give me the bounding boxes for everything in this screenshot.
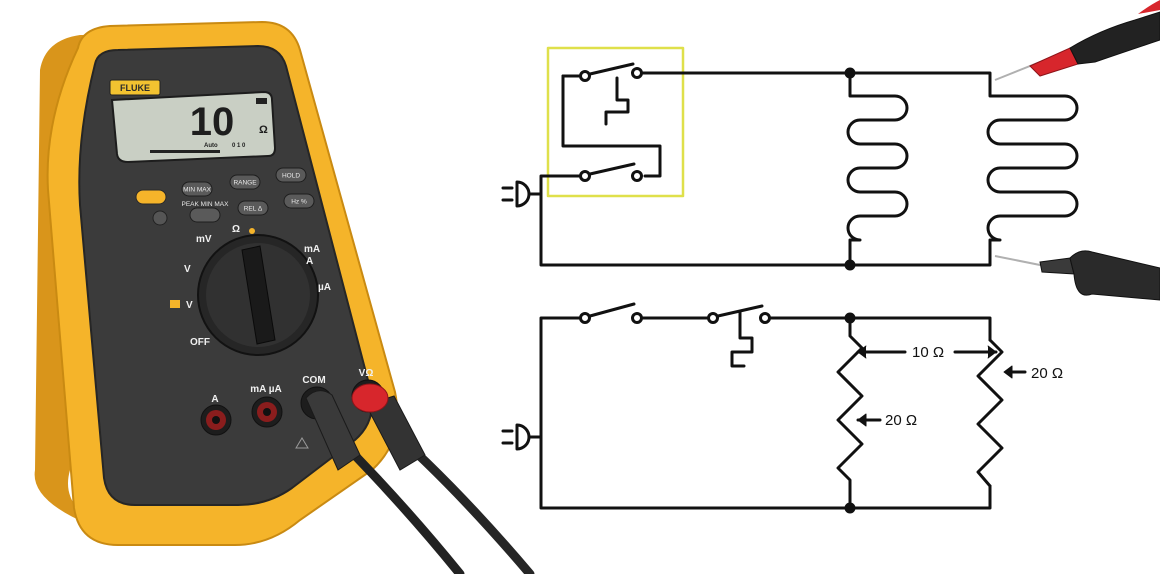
lcd-mode: Auto — [204, 143, 218, 149]
plug-symbol-bottom — [501, 423, 531, 451]
off-tab — [170, 300, 180, 308]
red-plug-tip — [351, 383, 389, 413]
hz-button[interactable] — [283, 193, 315, 209]
dial-label-off: OFF — [190, 337, 210, 348]
hold-button-label: HOLD — [282, 173, 300, 180]
range-button[interactable] — [229, 174, 261, 190]
dial-label-mv: mV — [196, 234, 212, 245]
range-button-label: RANGE — [233, 180, 257, 187]
peak-minmax-label: PEAK MIN MAX — [182, 201, 230, 208]
peak-button[interactable] — [189, 207, 221, 223]
jack-a[interactable] — [200, 404, 232, 436]
resistor-label-20-right: 20 Ω — [1031, 365, 1063, 382]
jack-ma[interactable] — [251, 396, 283, 428]
rotary-dial[interactable] — [197, 234, 319, 356]
lcd-range: 0 1 0 — [232, 143, 246, 149]
dial-label-a: A — [306, 256, 313, 267]
com-plug — [305, 390, 361, 471]
probe-red — [994, 0, 1160, 81]
minmax-button[interactable] — [181, 181, 213, 197]
dial-label-vac: V — [184, 264, 191, 275]
rel-button[interactable] — [237, 200, 269, 216]
dial-label-vdc: V — [186, 300, 193, 311]
hz-button-label: Hz % — [291, 199, 307, 206]
dial-label-ohm: Ω — [232, 224, 240, 235]
lcd-value: 10 — [190, 100, 235, 144]
jack-label-ma: mA µA — [250, 384, 282, 395]
jack-label-com: COM — [302, 375, 325, 386]
resistor-left — [836, 316, 864, 510]
resistor-label-10: 10 Ω — [912, 344, 944, 361]
warning-icon — [295, 437, 309, 449]
brand-label: FLUKE — [120, 83, 150, 93]
lcd-battery-icon — [256, 98, 267, 104]
jack-label-v: VΩ — [359, 368, 374, 379]
minmax-button-label: MIN MAX — [183, 187, 211, 194]
hold-button[interactable] — [275, 167, 307, 183]
backlight-button[interactable] — [135, 189, 167, 205]
beep-icon — [249, 228, 255, 234]
lcd-unit: Ω — [259, 124, 268, 136]
rel-button-label: REL Δ — [244, 206, 263, 213]
jack-label-a: A — [211, 394, 218, 405]
circuit-top — [501, 46, 1079, 271]
dial-pointer — [241, 245, 276, 345]
dial-label-ua: µA — [318, 282, 331, 293]
lcd-screen — [110, 90, 277, 164]
resistor-label-20-left: 20 Ω — [885, 412, 917, 429]
circuit-bottom — [501, 302, 1027, 514]
resistor-right — [976, 338, 1004, 488]
plug-symbol-top — [501, 180, 531, 208]
heating-element-right — [848, 71, 1079, 267]
speaker-icon — [152, 210, 168, 226]
thermostat-highlight — [546, 46, 685, 198]
brand-badge — [109, 79, 161, 96]
lcd-bargraph — [150, 150, 220, 153]
probe-black — [994, 250, 1160, 301]
heating-element-left — [846, 71, 909, 267]
dial-label-ma: mA — [304, 244, 320, 255]
multimeter: FLUKE 10 Ω Auto 0 1 0 MIN MAX RANGE HOLD… — [34, 20, 535, 574]
